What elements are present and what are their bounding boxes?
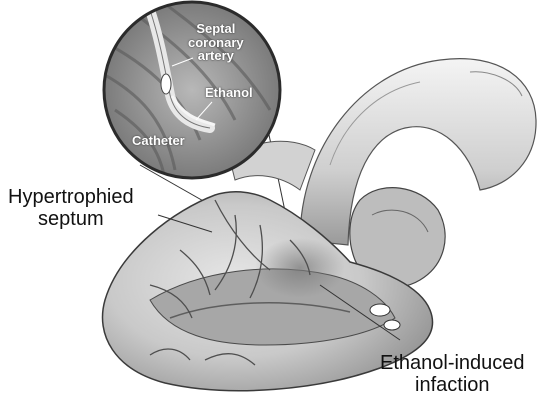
label-infarction-line1: Ethanol-induced (380, 352, 525, 374)
label-catheter: Catheter (132, 134, 185, 148)
label-septal-coronary-artery: Septal coronary artery (188, 22, 244, 63)
label-catheter-text: Catheter (132, 133, 185, 148)
label-hypertrophied-septum: Hypertrophied septum (8, 186, 134, 231)
label-ethanol-induced-infarction: Ethanol-induced infaction (380, 352, 525, 397)
label-hypertrophied-line1: Hypertrophied (8, 186, 134, 208)
label-ethanol-text: Ethanol (205, 85, 253, 100)
ethanol-bolus (161, 74, 171, 94)
label-septal-line2: coronary (188, 36, 244, 50)
label-infarction-line2: infaction (380, 374, 525, 396)
label-septal-line1: Septal (188, 22, 244, 36)
label-septal-line3: artery (188, 49, 244, 63)
label-hypertrophied-line2: septum (8, 208, 134, 230)
label-ethanol: Ethanol (205, 86, 253, 100)
